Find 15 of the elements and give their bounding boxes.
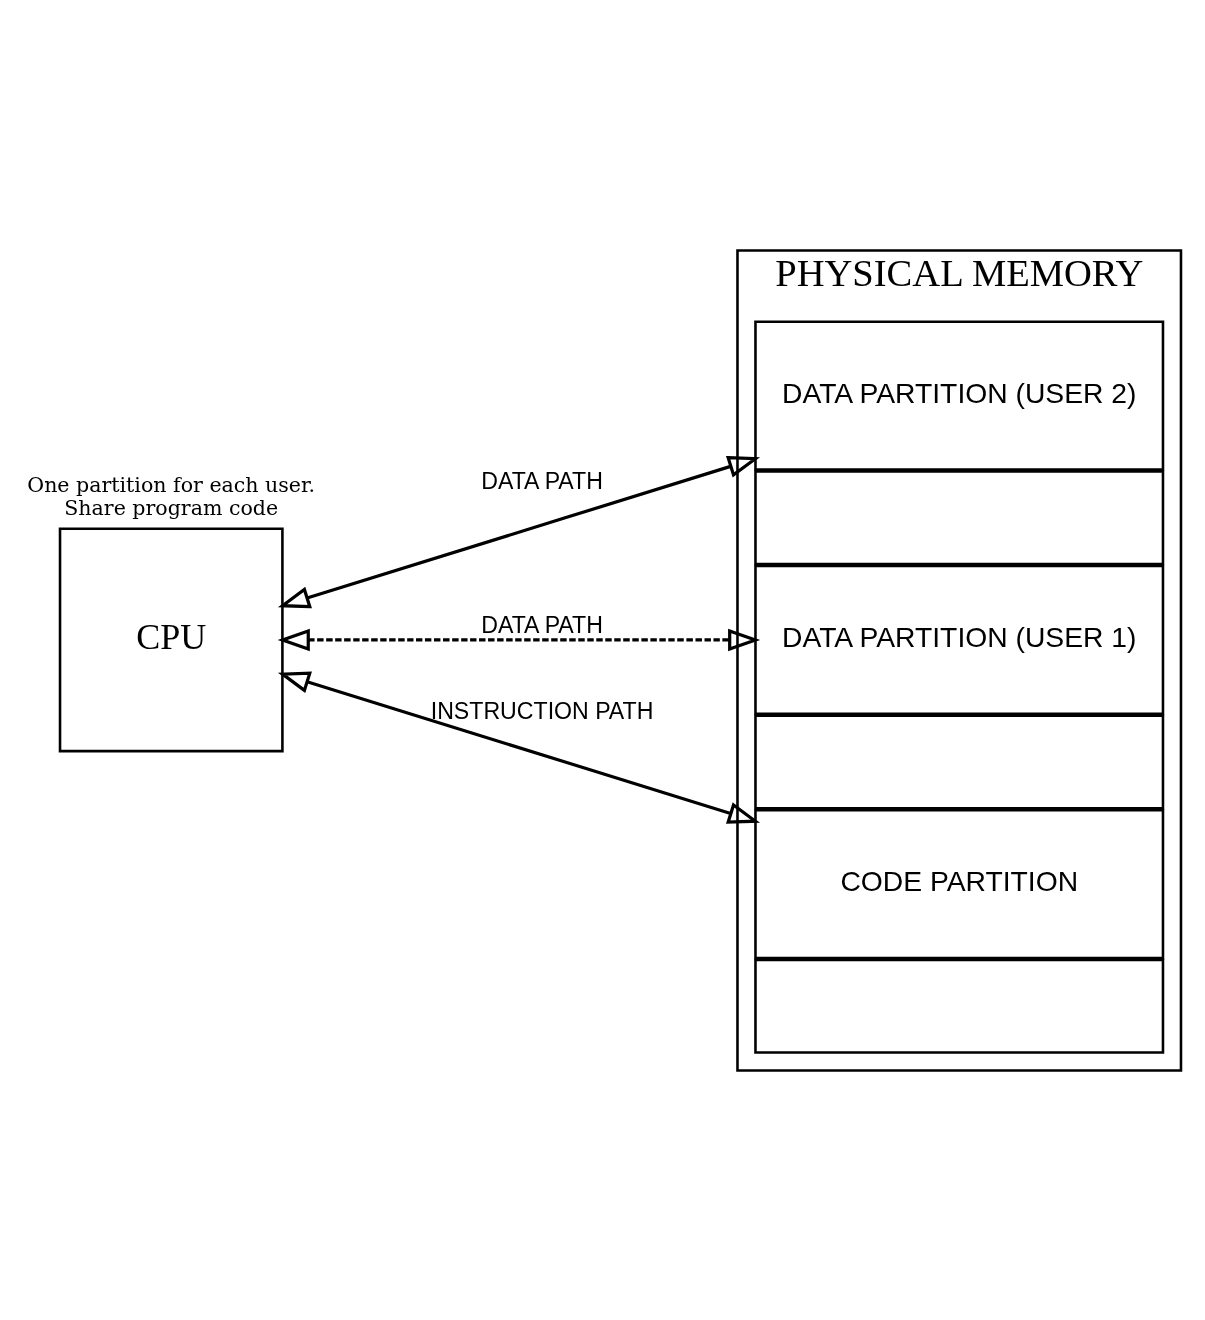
arrow [277,628,761,651]
arrow [277,671,761,824]
edge-label: DATA PATH [481,467,603,494]
node-box: CPU [58,526,284,752]
node-box: DATA PARTITION (USER 1) [754,564,1165,715]
node-box: CODE PARTITION [754,808,1165,959]
label: One partition for each user. [27,472,316,497]
edge-label: INSTRUCTION PATH [430,697,654,724]
edge-label: DATA PATH [481,611,603,638]
node-box [754,714,1165,810]
node-box [754,469,1165,565]
arrow [277,455,761,608]
node-box: DATA PARTITION (USER 2) [754,320,1165,471]
label: Share program code [64,495,279,520]
node-box [754,958,1165,1054]
